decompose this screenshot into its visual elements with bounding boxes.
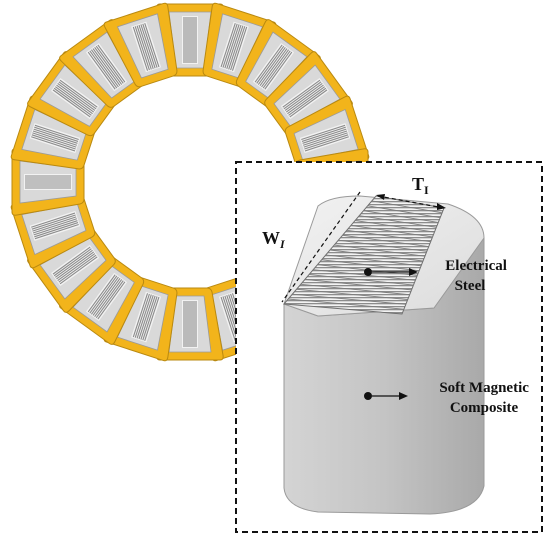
stator-coil xyxy=(103,2,178,88)
lamination-line xyxy=(359,215,437,228)
lamination-line xyxy=(288,298,404,310)
lamination-line xyxy=(325,254,422,267)
stator-coil xyxy=(10,95,96,170)
lamination-line xyxy=(300,283,410,296)
stator-coil xyxy=(11,148,85,216)
lamination-lines xyxy=(288,200,443,310)
smc-body xyxy=(283,235,485,515)
lamination-line xyxy=(329,249,424,262)
lamination-line xyxy=(363,210,439,223)
stator-coil xyxy=(59,256,145,345)
lamination-line xyxy=(309,274,414,286)
lamination-line xyxy=(371,200,443,214)
lamination-line xyxy=(313,269,416,281)
lamination-line xyxy=(338,239,427,252)
smc-pointer-arrow-icon xyxy=(399,392,408,400)
width-label: WI xyxy=(262,228,286,251)
lamination-line xyxy=(342,234,429,247)
lamination-line xyxy=(355,220,435,233)
lamination-line xyxy=(367,205,441,219)
stator-coil xyxy=(202,2,277,88)
lamination-line xyxy=(346,229,431,243)
lamination-line xyxy=(350,225,433,238)
thickness-arrow-left-icon xyxy=(376,194,385,200)
steel-pointer-dot xyxy=(364,268,372,276)
stator-coil xyxy=(284,95,370,170)
lamination-line xyxy=(334,244,425,257)
thickness-arrow-right-icon xyxy=(437,203,446,210)
lamination-line xyxy=(304,279,412,291)
soft-magnetic-composite-label: Soft Magnetic Composite xyxy=(439,380,532,416)
steel-pointer-arrow-icon xyxy=(409,268,418,276)
lamination-line xyxy=(321,259,420,272)
stator-coil xyxy=(235,19,321,108)
detail-panel: WI TI Electrical Steel Soft Magnetic Com… xyxy=(235,161,543,533)
lamination-line xyxy=(292,293,406,305)
lamination-line xyxy=(296,288,408,300)
width-dimension-line xyxy=(281,191,361,303)
stator-coil xyxy=(10,194,96,269)
electrical-steel-label: Electrical Steel xyxy=(445,258,510,294)
thickness-label: TI xyxy=(412,174,429,197)
smc-pointer-dot xyxy=(364,392,372,400)
